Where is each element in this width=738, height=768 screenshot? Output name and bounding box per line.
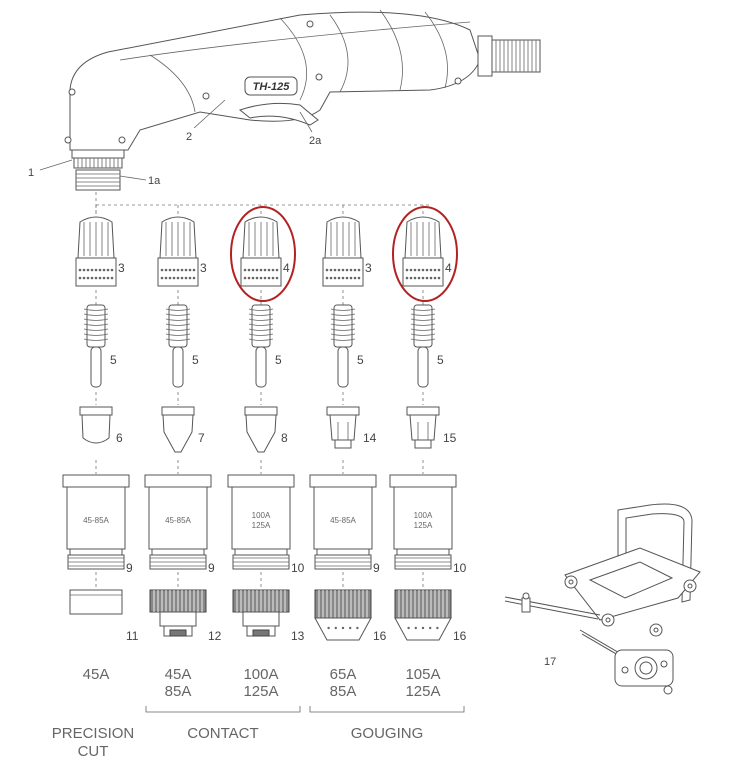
callout-1a: 1a <box>148 175 161 187</box>
amperage-label: 125A <box>405 683 440 700</box>
part-number-tip: 8 <box>281 431 288 445</box>
part-number-front: 11 <box>126 629 139 643</box>
highlight-ring <box>392 206 458 302</box>
part-number-cup: 10 <box>453 561 467 575</box>
part-number-front: 13 <box>291 629 305 643</box>
front-piece <box>232 589 290 637</box>
part-number-shield: 4 <box>445 261 452 275</box>
swirl-ring <box>402 216 444 287</box>
group-brackets <box>145 706 465 713</box>
cup-rating-label: 45-85A <box>83 516 109 525</box>
part-number-electrode: 5 <box>110 353 117 367</box>
consumable-columns: 35645-85A91145A35745-85A91245A85A458100A… <box>62 205 467 700</box>
amperage-label: 45A <box>83 666 110 683</box>
accessory-17-guide: 17 <box>504 503 701 695</box>
part-number-cup: 9 <box>208 561 215 575</box>
part-number-shield: 3 <box>200 261 207 275</box>
electrode <box>410 304 436 388</box>
retaining-cup: 45-85A <box>62 474 130 570</box>
part-number-electrode: 5 <box>437 353 444 367</box>
part-number-electrode: 5 <box>357 353 364 367</box>
front-piece <box>314 589 372 641</box>
tip <box>244 406 278 453</box>
group-label-cut: CUT <box>78 743 109 760</box>
electrode <box>330 304 356 388</box>
group-labels: PRECISION CUT CONTACT GOUGING <box>52 725 424 760</box>
part-number-tip: 7 <box>198 431 205 445</box>
electrode <box>248 304 274 388</box>
rear-thread <box>491 39 541 73</box>
callout-2a: 2a <box>309 135 322 147</box>
part-number-front: 12 <box>208 629 222 643</box>
tip <box>326 406 360 449</box>
swirl-ring <box>322 216 364 287</box>
cup-rating-label: 100A <box>414 511 433 520</box>
torch-brand-label: TH-125 <box>253 81 291 93</box>
amperage-label: 85A <box>330 683 357 700</box>
part-number-shield: 4 <box>283 261 290 275</box>
electrode <box>83 304 109 388</box>
retaining-cup: 45-85A <box>309 474 377 570</box>
torch-callouts: 1 1a 2 2a <box>28 99 322 187</box>
cup-rating-label: 45-85A <box>330 516 356 525</box>
group-label-contact: CONTACT <box>187 725 258 742</box>
part-number-tip: 6 <box>116 431 123 445</box>
part-number-shield: 3 <box>118 261 125 275</box>
cup-rating-label: 100A <box>252 511 271 520</box>
part-number-front: 16 <box>373 629 387 643</box>
swirl-ring <box>157 216 199 287</box>
cup-rating-label: 125A <box>252 521 271 530</box>
part-number-shield: 3 <box>365 261 372 275</box>
swirl-ring <box>240 216 282 287</box>
part-number-electrode: 5 <box>192 353 199 367</box>
amperage-label: 65A <box>330 666 357 683</box>
amperage-label: 45A <box>165 666 192 683</box>
part-number-tip: 15 <box>443 431 457 445</box>
front-piece <box>69 589 123 615</box>
torch-body: TH-125 <box>64 9 541 191</box>
part-number-cup: 9 <box>126 561 133 575</box>
distribution-lines <box>95 192 432 212</box>
front-piece <box>149 589 207 637</box>
electrode <box>165 304 191 388</box>
part-number-electrode: 5 <box>275 353 282 367</box>
tip <box>79 406 113 444</box>
callout-2: 2 <box>186 131 192 143</box>
tip <box>406 406 440 449</box>
amperage-label: 85A <box>165 683 192 700</box>
highlight-ring <box>230 206 296 302</box>
amperage-label: 100A <box>243 666 278 683</box>
swirl-ring <box>75 216 117 287</box>
group-label-precision: PRECISION <box>52 725 135 742</box>
tip <box>161 406 195 453</box>
front-piece <box>394 589 452 641</box>
part-number-tip: 14 <box>363 431 377 445</box>
amperage-label: 105A <box>405 666 440 683</box>
cup-rating-label: 125A <box>414 521 433 530</box>
part-number-cup: 9 <box>373 561 380 575</box>
part-number-front: 16 <box>453 629 467 643</box>
cup-rating-label: 45-85A <box>165 516 191 525</box>
group-label-gouging: GOUGING <box>351 725 424 742</box>
amperage-label: 125A <box>243 683 278 700</box>
part-number-cup: 10 <box>291 561 305 575</box>
column-1: 3 5 6 45-85A 9 11 45A <box>62 205 139 683</box>
callout-1: 1 <box>28 167 34 179</box>
retaining-cup: 45-85A <box>144 474 212 570</box>
callout-17: 17 <box>544 656 556 668</box>
